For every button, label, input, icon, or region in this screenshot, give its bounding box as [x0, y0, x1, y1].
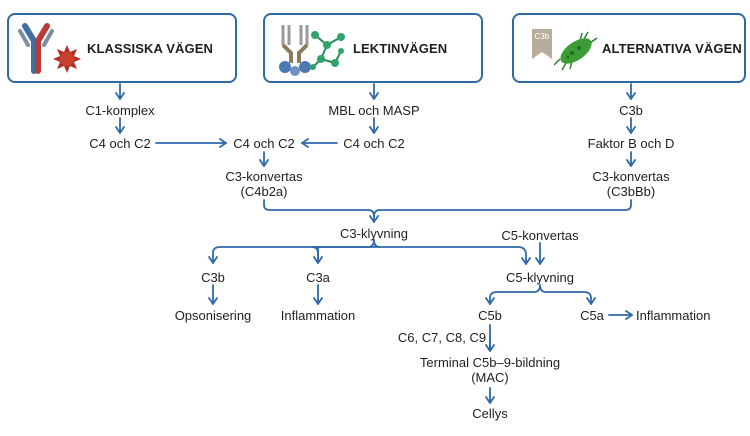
inflammation-2-label: Inflammation	[636, 308, 711, 323]
c4c2-right-label: C4 och C2	[343, 136, 405, 151]
c5a-label: C5a	[580, 308, 604, 323]
lectin-icon	[275, 23, 315, 82]
c3-convertase-classic-line2: (C4b2a)	[240, 184, 288, 199]
c3-cleavage-label: C3-klyvning	[340, 226, 408, 241]
molecule-network-icon	[307, 29, 347, 78]
mac-formation-line1: Terminal C5b–9-bildning	[419, 355, 561, 370]
c3-convertase-alt-line1: C3-konvertas	[592, 169, 670, 184]
c3-convertase-classic-label: C3-konvertas (C4b2a)	[214, 169, 314, 199]
antibody-icon	[17, 23, 61, 80]
c3-convertase-alt-label: C3-konvertas (C3bBb)	[581, 169, 681, 199]
split-c5-right	[539, 284, 596, 305]
bacterium-icon	[553, 31, 598, 76]
c5-convertase-label: C5-konvertas	[501, 228, 579, 243]
split-c5	[485, 284, 541, 305]
lectin-pathway-box: LEKTINVÄGEN	[263, 13, 483, 83]
c3-convertase-alt-line2: (C3bBb)	[606, 184, 656, 199]
c3a-out-label: C3a	[306, 270, 330, 285]
opsonization-label: Opsonisering	[174, 308, 252, 323]
c3b-out-label: C3b	[201, 270, 225, 285]
mbl-masp-label: MBL och MASP	[328, 103, 420, 118]
classical-pathway-title: KLASSISKA VÄGEN	[87, 40, 213, 56]
alternative-pathway-box: C3b ALTERNATIVA VÄGEN	[512, 13, 746, 83]
merge-bracket-right	[373, 199, 632, 217]
mac-formation-label: Terminal C5b–9-bildning (MAC)	[405, 355, 575, 385]
split-c3-right	[311, 239, 381, 264]
c3b-alt-label: C3b	[619, 103, 643, 118]
inflammation-1-label: Inflammation	[280, 308, 356, 323]
factor-bd-label: Faktor B och D	[587, 136, 675, 151]
merge-bracket	[263, 199, 379, 223]
c1-complex-label: C1-komplex	[85, 103, 155, 118]
split-c3-left	[208, 239, 375, 264]
c3b-tag-icon: C3b	[530, 27, 554, 66]
virus-icon	[53, 45, 81, 78]
c5b-label: C5b	[478, 308, 502, 323]
line-c3-right	[379, 246, 531, 265]
mac-formation-line2: (MAC)	[471, 370, 509, 385]
c3b-tag-label: C3b	[534, 32, 550, 41]
classical-pathway-box: KLASSISKA VÄGEN	[7, 13, 237, 83]
cell-lysis-label: Cellys	[472, 406, 508, 421]
alternative-pathway-title: ALTERNATIVA VÄGEN	[602, 40, 742, 56]
c3-convertase-classic-line1: C3-konvertas	[225, 169, 303, 184]
c4c2-center-label: C4 och C2	[233, 136, 295, 151]
lectin-pathway-title: LEKTINVÄGEN	[353, 40, 448, 56]
c4c2-left-label: C4 och C2	[89, 136, 151, 151]
c6-c9-label: C6, C7, C8, C9	[397, 330, 487, 345]
c5-cleavage-label: C5-klyvning	[506, 270, 574, 285]
